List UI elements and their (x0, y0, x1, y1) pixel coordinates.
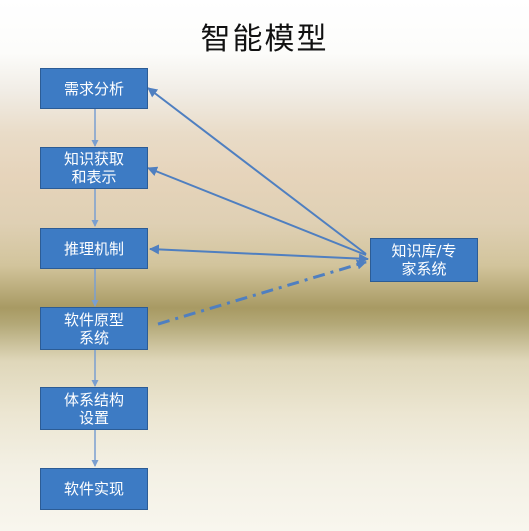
kb-link-requirements (147, 87, 367, 255)
step-requirements-analysis[interactable]: 需求分析 (40, 68, 148, 109)
step-reasoning-mechanism[interactable]: 推理机制 (40, 228, 148, 269)
step-knowledge-acquisition[interactable]: 知识获取 和表示 (40, 147, 148, 189)
kb-link-reasoning (149, 244, 369, 264)
step-software-prototype[interactable]: 软件原型 系统 (40, 307, 148, 350)
step-architecture-setup[interactable]: 体系结构 设置 (40, 387, 148, 430)
kb-link-prototype (157, 259, 367, 326)
step-software-implementation[interactable]: 软件实现 (40, 468, 148, 510)
page-title: 智能模型 (200, 22, 329, 57)
knowledge-base-expert-system[interactable]: 知识库/专 家系统 (370, 238, 478, 282)
kb-link-knowledge (147, 166, 367, 256)
